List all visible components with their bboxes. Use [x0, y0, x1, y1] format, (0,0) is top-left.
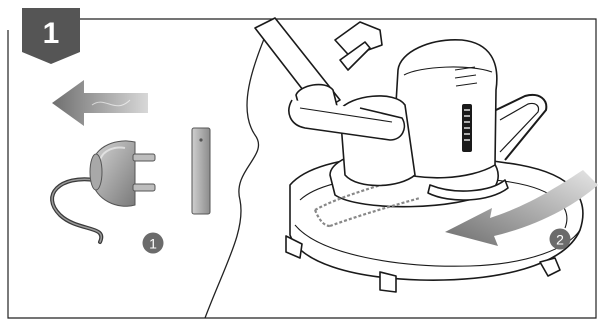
callout-2: 2	[550, 229, 571, 250]
callout-1-label: 1	[149, 236, 157, 252]
plug-icon	[52, 141, 155, 242]
panel-divider	[205, 20, 272, 318]
socket-icon	[192, 128, 210, 214]
trimmer-illustration	[255, 18, 583, 292]
step-number: 1	[43, 17, 60, 50]
callout-2-label: 2	[556, 232, 564, 248]
unplug-arrow-icon	[52, 80, 148, 126]
callout-1: 1	[143, 233, 164, 254]
step-badge: 1	[22, 8, 80, 64]
